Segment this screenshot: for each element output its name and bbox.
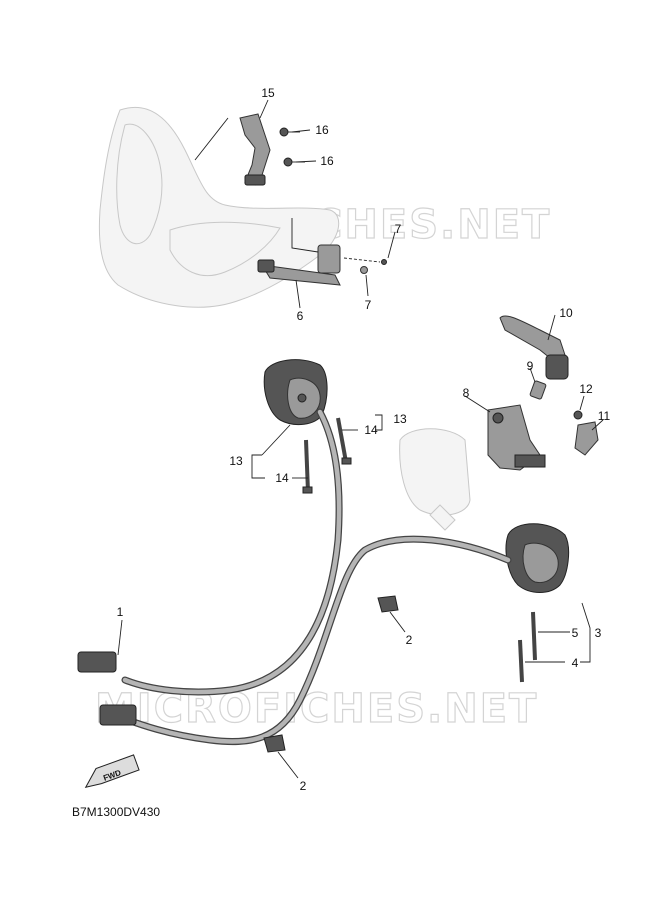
part-7-washer-b (360, 266, 368, 274)
part-3-right-switch (505, 523, 570, 593)
part-14-screw-a (302, 439, 313, 494)
part-2-clip-a (377, 595, 399, 613)
part-9-pin (529, 380, 547, 400)
part-6-bracket (257, 218, 341, 286)
callout-16a: 16 (315, 123, 329, 137)
callout-14b: 14 (364, 423, 378, 437)
switch-cables (111, 408, 512, 746)
callout-1: 1 (117, 605, 124, 619)
diagram-code: B7M1300DV430 (72, 805, 160, 819)
connector-left-top (77, 651, 117, 673)
part-10-lever (499, 315, 569, 380)
fwd-arrow: FWD (84, 754, 140, 788)
callout-11: 11 (598, 409, 611, 423)
callout-10: 10 (559, 306, 573, 320)
callout-7b: 7 (365, 298, 372, 312)
callout-3: 3 (595, 626, 602, 640)
callout-13a: 13 (229, 454, 243, 468)
part-5-screw (531, 611, 537, 661)
part-12-nut (573, 410, 583, 420)
part-4-screw (518, 639, 524, 683)
callouts: 1 2 2 3 4 5 6 7 7 8 9 10 11 12 13 13 14 … (117, 86, 611, 793)
part-2-clip-b (263, 734, 286, 753)
callout-16b: 16 (320, 154, 334, 168)
part-7-washer-a (343, 257, 387, 265)
leader-lines (117, 99, 604, 779)
callout-2a: 2 (406, 633, 413, 647)
callout-12: 12 (579, 382, 593, 396)
part-11-bracket (574, 421, 599, 456)
part-16-bolt-a (279, 127, 300, 137)
part-14-screw-b (336, 417, 352, 465)
watermark-bottom: MICROFICHES.NET (95, 686, 538, 732)
part-15-bracket (194, 113, 271, 186)
callout-5: 5 (572, 626, 579, 640)
front-cowl-ghost (98, 106, 340, 308)
master-cylinder-ghost (399, 428, 471, 531)
connector-left-bottom (99, 704, 137, 726)
callout-4: 4 (572, 656, 579, 670)
callout-2b: 2 (300, 779, 307, 793)
callout-13b: 13 (393, 412, 407, 426)
callout-9: 9 (527, 359, 534, 373)
callout-6: 6 (297, 309, 304, 323)
callout-7a: 7 (395, 222, 402, 236)
callout-8: 8 (463, 386, 470, 400)
part-13-left-switch (263, 359, 328, 426)
callout-15: 15 (261, 86, 275, 100)
part-8-holder (487, 404, 546, 471)
callout-14a: 14 (275, 471, 289, 485)
